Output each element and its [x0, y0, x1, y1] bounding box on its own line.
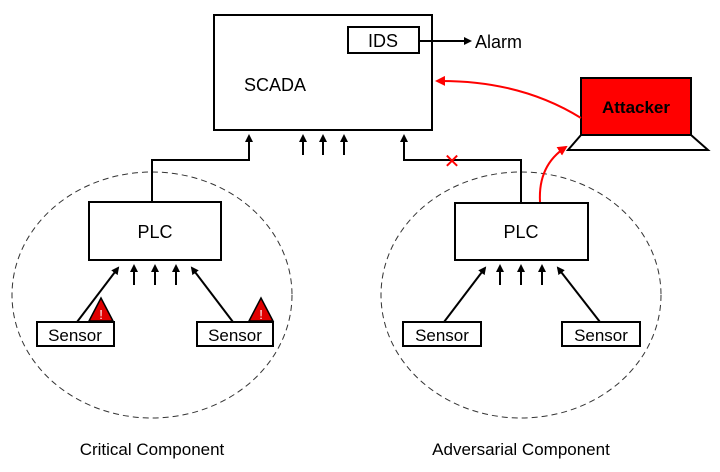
critical-plc-input-arrows [130, 264, 180, 285]
critical-sensor-right-label: Sensor [208, 326, 262, 345]
attacker-keyboard-base [565, 134, 711, 151]
svg-text:!: ! [259, 307, 263, 322]
critical-sensor-right-link [190, 266, 234, 323]
critical-plc-to-scada-link [151, 134, 253, 202]
warning-icon: ! [87, 296, 115, 322]
adversarial-component-caption: Adversarial Component [432, 440, 610, 459]
attacker-label: Attacker [602, 98, 670, 117]
critical-sensor-left-label: Sensor [48, 326, 102, 345]
critical-plc-label: PLC [137, 222, 172, 242]
warning-icon: ! [247, 296, 275, 322]
critical-sensor-left-link [76, 266, 120, 323]
critical-sensor-left-box [36, 321, 115, 347]
adversarial-plc-input-arrows [496, 264, 546, 285]
svg-text:!: ! [99, 307, 103, 322]
adversarial-plc-box [454, 202, 589, 261]
ids-label: IDS [368, 31, 398, 51]
blocked-link-x-icon: ✕ [444, 149, 461, 173]
scada-label: SCADA [244, 75, 306, 95]
adversarial-plc-label: PLC [503, 222, 538, 242]
adversarial-sensor-left-box [402, 321, 482, 347]
adversarial-sensor-right-label: Sensor [574, 326, 628, 345]
adversarial-sensor-left-link [443, 266, 487, 323]
adversarial-sensor-right-box [561, 321, 641, 347]
adversarial-plc-to-scada-link [400, 134, 522, 202]
adversarial-sensor-right-link [556, 266, 601, 323]
adversarial-sensor-left-label: Sensor [415, 326, 469, 345]
plc-to-attacker-exfil-arrow [538, 145, 568, 203]
attacker-laptop: Attacker [565, 77, 711, 151]
critical-plc-box [88, 201, 222, 261]
attacker-to-scada-attack-arrow [435, 75, 582, 119]
critical-sensor-right-box [196, 321, 274, 347]
alarm-label: Alarm [475, 32, 522, 52]
attacker-screen [580, 77, 692, 136]
critical-component-caption: Critical Component [80, 440, 225, 459]
scada-input-arrows [299, 134, 348, 155]
